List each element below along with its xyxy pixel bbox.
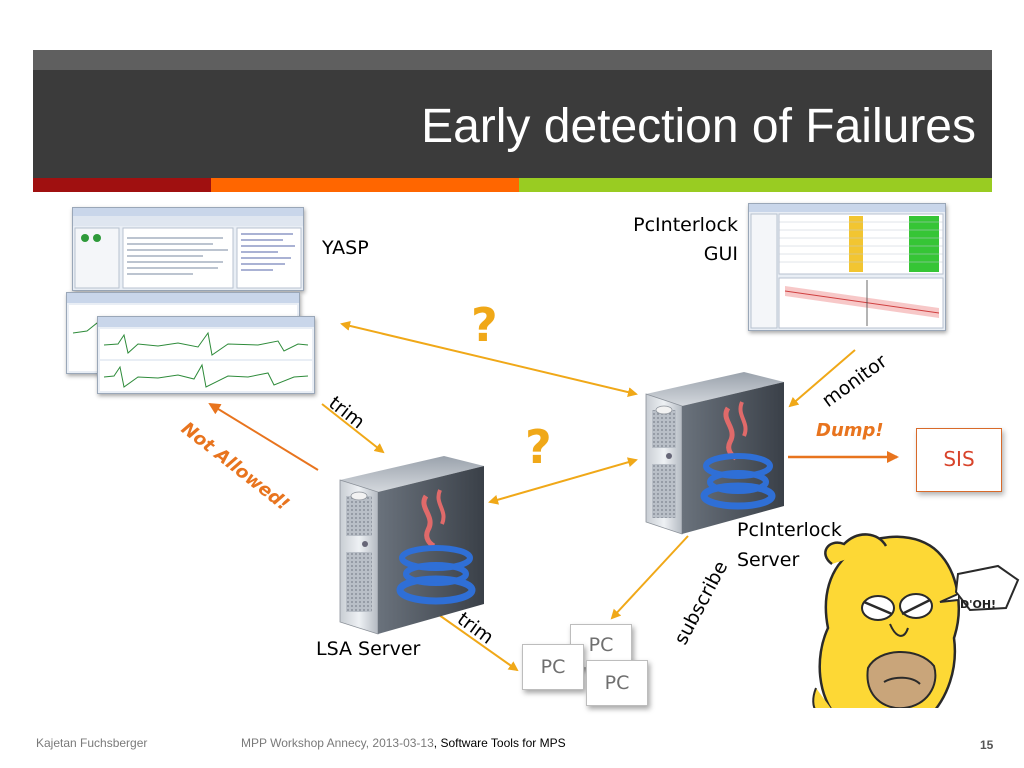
pcinterlock-server-label-line1: PcInterlock [737,519,842,541]
pcinterlock-gui-screenshot [748,203,946,331]
slide-title: Early detection of Failures [421,100,976,153]
pcinterlock-server-label-line2: Server [737,549,800,571]
homer-speech-text: D'OH! [960,598,997,611]
pc-label: PC [604,672,630,694]
not-allowed-arrow [208,402,319,471]
question-mark-top: ? [471,298,498,352]
pc-label: PC [588,634,614,656]
footer-event-line: MPP Workshop Annecy, 2013-03-13, Softwar… [241,736,566,750]
sis-label: SIS [943,447,975,471]
title-bar [33,70,992,178]
pc-box-front: PC [586,660,648,706]
dump-label: Dump! [816,420,884,441]
accent-bar-orange [211,178,519,192]
yasp-trim-arrow [321,403,385,454]
footer-topic: Software Tools for MPS [440,736,566,750]
accent-bar-red [33,178,211,192]
lsa-server-label: LSA Server [316,638,421,660]
yasp-label: YASP [322,237,369,259]
footer-separator: , [433,736,441,750]
homer-cartoon [806,533,1020,722]
title-top-strip [33,50,992,70]
footer-author: Kajetan Fuchsberger [36,736,148,750]
lsa-to-pcinterlock-arrow [488,457,638,505]
subscribe-arrow [610,535,689,620]
yasp-screenshot-main [72,207,304,291]
question-mark-middle: ? [525,420,552,474]
footer-event: MPP Workshop Annecy, 2013-03-13 [241,736,434,750]
pcinterlock-gui-label-line1: PcInterlock [633,214,738,236]
lsa-server-icon [339,456,484,635]
accent-bar-green [519,178,992,192]
pcinterlock-server-icon [645,372,784,535]
sis-box: SIS [916,428,1002,492]
page-number: 15 [980,738,994,752]
yasp-screenshot-plot-front [97,316,315,394]
yasp-to-pcinterlock-arrow [340,320,638,398]
pc-label: PC [540,656,566,678]
monitor-arrow [788,349,856,408]
pcinterlock-gui-label-line2: GUI [703,243,738,265]
lsa-trim-arrow [431,609,519,672]
pc-box-left: PC [522,644,584,690]
